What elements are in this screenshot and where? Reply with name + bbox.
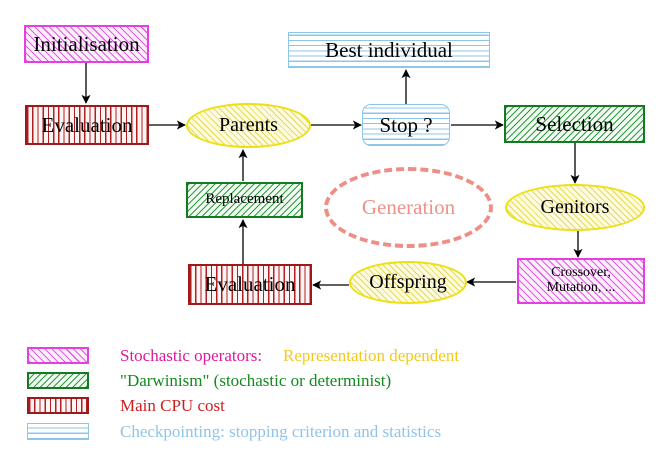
node-selection-label: Selection — [535, 111, 614, 136]
node-evaluation-top[interactable]: Evaluation — [25, 105, 149, 145]
node-generation: Generation — [324, 167, 493, 248]
node-stop[interactable]: Stop ? — [362, 104, 450, 146]
node-initialisation[interactable]: Initialisation — [24, 25, 149, 63]
node-replacement-label: Replacement — [205, 191, 284, 208]
node-crossover-mutation[interactable]: Crossover, Mutation, ... — [517, 258, 645, 304]
node-replacement[interactable]: Replacement — [186, 182, 303, 218]
node-genitors[interactable]: Genitors — [505, 184, 645, 231]
node-initialisation-label: Initialisation — [33, 31, 140, 56]
legend-swatch-main-cpu-cost — [27, 397, 89, 414]
legend-label-stochastic-operators: Stochastic operators: — [120, 346, 263, 365]
legend-swatch-darwinism — [27, 372, 89, 389]
node-crossover-line-1: Crossover, — [551, 265, 611, 281]
legend-label-darwinism: "Darwinism" (stochastic or determinist) — [120, 371, 392, 390]
node-evaluation-bottom[interactable]: Evaluation — [188, 264, 312, 305]
node-genitors-label: Genitors — [540, 196, 610, 218]
node-selection[interactable]: Selection — [504, 105, 645, 143]
legend-swatch-checkpointing — [27, 423, 89, 440]
node-generation-label: Generation — [361, 195, 456, 219]
legend-label-checkpointing: Checkpointing: stopping criterion and st… — [120, 422, 442, 441]
node-best-individual[interactable]: Best individual — [288, 32, 490, 68]
node-offspring[interactable]: Offspring — [349, 261, 467, 304]
legend-swatch-stochastic-operators — [27, 347, 89, 364]
node-stop-label: Stop ? — [379, 112, 433, 137]
legend-label-main-cpu-cost: Main CPU cost — [120, 396, 225, 415]
node-offspring-label: Offspring — [369, 271, 447, 293]
node-crossover-line-2: Mutation, ... — [546, 280, 616, 295]
node-evaluation-bottom-label: Evaluation — [204, 272, 296, 297]
legend-label-representation-dependent: Representation dependent — [283, 346, 460, 365]
node-parents-label: Parents — [219, 114, 278, 136]
node-best-individual-label: Best individual — [325, 37, 453, 62]
node-parents[interactable]: Parents — [186, 103, 311, 148]
node-evaluation-top-label: Evaluation — [41, 112, 133, 137]
